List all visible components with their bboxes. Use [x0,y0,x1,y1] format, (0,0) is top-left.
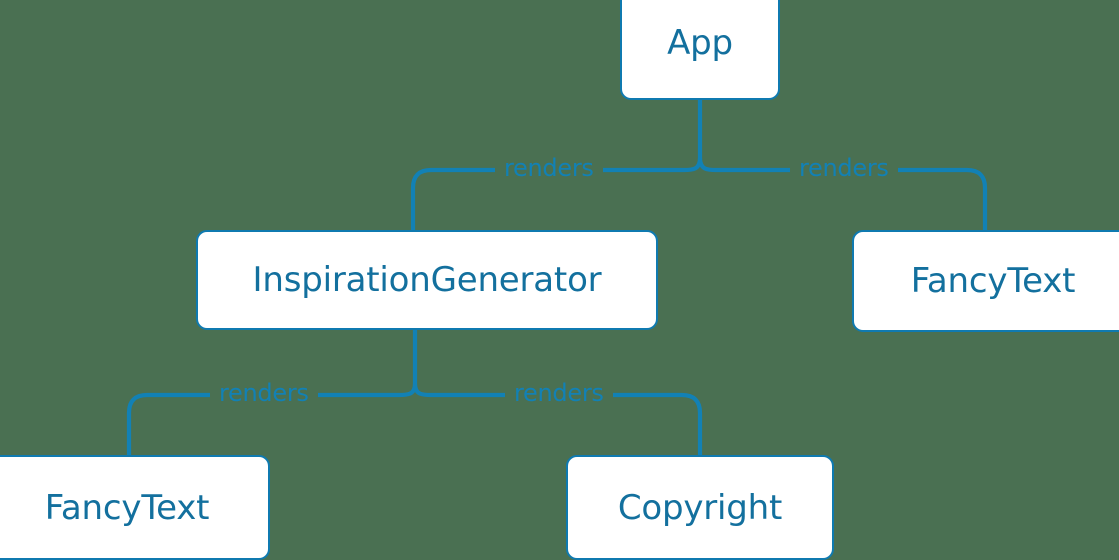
node-copyright[interactable]: Copyright [566,455,834,560]
edge-inspirationgenerator-to-fancytext-bottom [126,383,418,455]
edge-app-to-fancytext-right [697,157,988,230]
node-fancytext-right[interactable]: FancyText [852,230,1119,332]
node-inspiration-generator-label: InspirationGenerator [252,260,602,300]
edge-label-inspirationgenerator-to-copyright: renders [505,381,613,405]
node-inspiration-generator[interactable]: InspirationGenerator [196,230,658,330]
node-fancytext-right-label: FancyText [910,261,1076,301]
edge-label-inspirationgenerator-to-fancytext-bottom: renders [210,381,318,405]
edge-app-to-inspirationgenerator [410,157,703,230]
node-copyright-label: Copyright [617,487,783,528]
edge-label-app-to-inspirationgenerator: renders [495,156,603,180]
node-fancytext-bottom-label: FancyText [44,487,210,528]
node-app[interactable]: App [620,0,780,100]
edge-label-app-to-fancytext-right: renders [790,156,898,180]
edge-inspirationgenerator-to-copyright [412,383,703,455]
node-app-label: App [667,23,733,63]
node-fancytext-bottom[interactable]: FancyText [0,455,270,560]
